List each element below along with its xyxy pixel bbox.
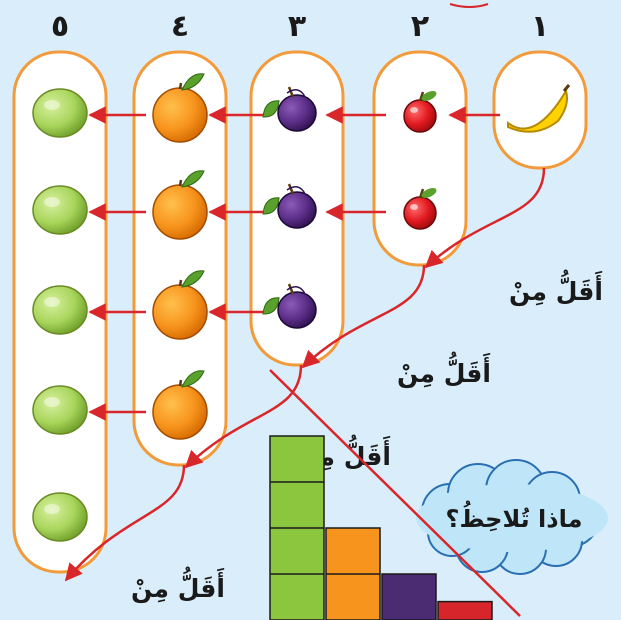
plum-body bbox=[277, 94, 317, 132]
apple-shine bbox=[410, 204, 418, 210]
less-than-label-1: أَقَلُّ مِنْ bbox=[509, 270, 603, 307]
banana-stem bbox=[562, 84, 571, 92]
less-than-curve-2 bbox=[301, 264, 426, 369]
column-4 bbox=[132, 50, 228, 467]
apple-icon bbox=[403, 188, 437, 230]
top-arrow-fragment bbox=[449, 3, 489, 8]
less-than-curve-1 bbox=[424, 167, 546, 269]
plum-icon bbox=[262, 283, 317, 329]
column-number-2: ٢ bbox=[411, 9, 429, 44]
orange-body bbox=[152, 184, 208, 240]
less-than-label-2: أَقَلُّ مِنْ bbox=[397, 352, 491, 389]
stair-bar-3 bbox=[381, 573, 437, 620]
lime-shine bbox=[44, 297, 60, 307]
lime-shine bbox=[44, 397, 60, 407]
stair-slope-line bbox=[269, 369, 521, 617]
lime-icon bbox=[32, 285, 88, 335]
orange-stem bbox=[178, 379, 183, 387]
banana-body bbox=[507, 88, 568, 133]
column-number-4: ٤ bbox=[171, 9, 189, 44]
plum-crease bbox=[286, 186, 306, 195]
apple-leaf bbox=[421, 91, 437, 101]
lime-body bbox=[32, 285, 88, 335]
apple-icon bbox=[403, 91, 437, 133]
lime-body bbox=[32, 492, 88, 542]
orange-stem bbox=[178, 82, 183, 90]
lime-shine bbox=[44, 197, 60, 207]
plum-body bbox=[277, 191, 317, 229]
lime-body bbox=[32, 185, 88, 235]
orange-stem bbox=[178, 179, 183, 187]
lime-body bbox=[32, 88, 88, 138]
less-than-curve-4 bbox=[64, 464, 186, 582]
lime-shine bbox=[44, 100, 60, 110]
apple-stem bbox=[418, 91, 425, 102]
cloud-fill bbox=[416, 484, 608, 552]
orange-leaf bbox=[181, 370, 205, 388]
lime-icon bbox=[32, 492, 88, 542]
leaf-shape bbox=[262, 100, 280, 118]
orange-body bbox=[152, 284, 208, 340]
orange-icon bbox=[152, 270, 208, 340]
column-number-1: ١ bbox=[531, 9, 549, 44]
leaf-shape bbox=[262, 297, 280, 315]
plum-stem bbox=[287, 86, 295, 98]
banana-icon bbox=[507, 84, 571, 133]
apple-leaf bbox=[421, 188, 437, 198]
orange-icon bbox=[152, 73, 208, 143]
lime-icon bbox=[32, 385, 88, 435]
plum-crease bbox=[286, 89, 306, 98]
apple-body bbox=[403, 196, 437, 230]
thought-cloud: ماذا تُلاحِظُ؟ bbox=[416, 459, 608, 575]
question-text: ماذا تُلاحِظُ؟ bbox=[446, 501, 583, 533]
orange-icon bbox=[152, 370, 208, 440]
plum-icon bbox=[262, 86, 317, 132]
orange-leaf bbox=[181, 73, 205, 91]
column-1 bbox=[492, 50, 588, 170]
apple-stem bbox=[418, 188, 425, 199]
lime-icon bbox=[32, 88, 88, 138]
column-2 bbox=[372, 50, 468, 267]
plum-body bbox=[277, 291, 317, 329]
lime-body bbox=[32, 385, 88, 435]
less-than-curve-3 bbox=[184, 364, 303, 469]
column-number-5: ٥ bbox=[51, 9, 69, 44]
orange-body bbox=[152, 384, 208, 440]
lime-icon bbox=[32, 185, 88, 235]
plum-stem bbox=[287, 183, 295, 195]
plum-stem bbox=[287, 283, 295, 295]
leaf-shape bbox=[262, 197, 280, 215]
apple-shine bbox=[410, 107, 418, 113]
lime-shine bbox=[44, 504, 60, 514]
apple-body bbox=[403, 99, 437, 133]
orange-stem bbox=[178, 279, 183, 287]
plum-icon bbox=[262, 183, 317, 229]
orange-leaf bbox=[181, 270, 205, 288]
plum-crease bbox=[286, 286, 306, 295]
orange-body bbox=[152, 87, 208, 143]
orange-leaf bbox=[181, 170, 205, 188]
stair-bar-4 bbox=[437, 600, 493, 620]
less-than-label-4: أَقَلُّ مِنْ bbox=[131, 567, 225, 604]
orange-icon bbox=[152, 170, 208, 240]
column-number-3: ٣ bbox=[288, 9, 306, 44]
